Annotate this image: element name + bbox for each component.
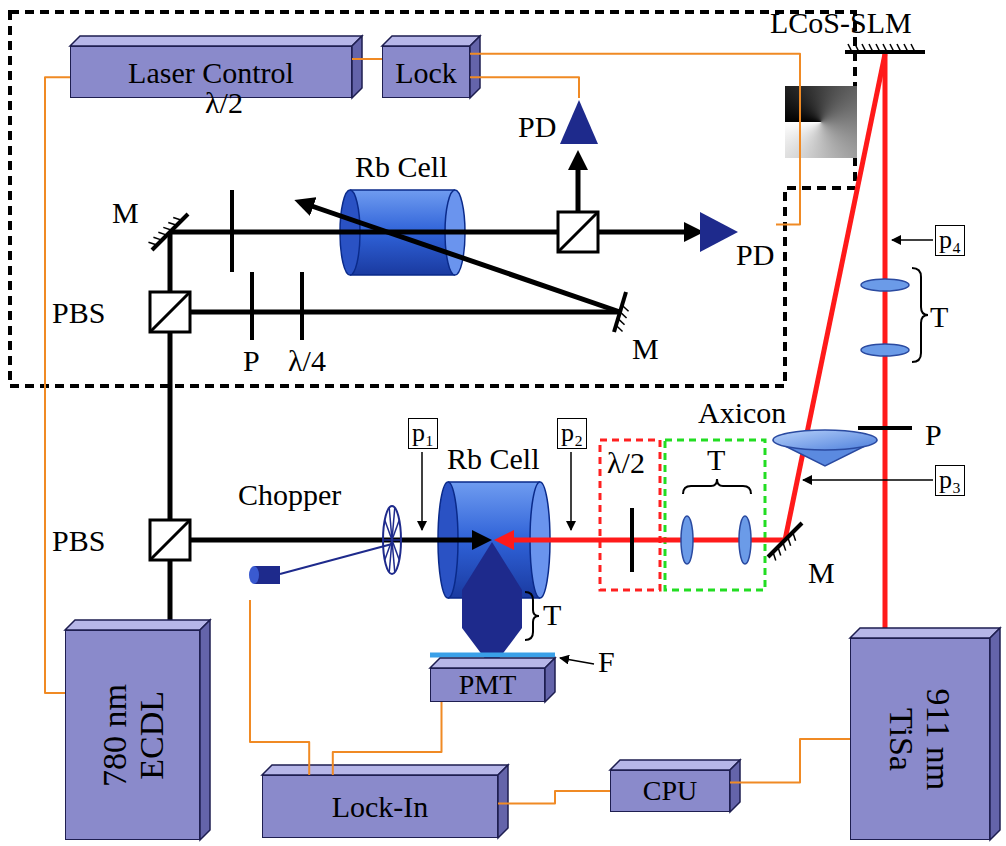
node-label: Laser Control: [128, 56, 294, 89]
telescope-region: [665, 440, 765, 590]
laser-box: 780 nm ECDL: [65, 630, 200, 840]
part-label: M: [632, 332, 659, 365]
fluorescence-cone: [462, 542, 522, 668]
photodiode: PD: [518, 98, 600, 148]
photodiode: PD: [698, 208, 776, 274]
signal-cable: [352, 58, 382, 60]
lens: [681, 279, 909, 564]
node-label: PD: [736, 238, 774, 271]
axicon: [773, 430, 877, 466]
signal-cable: [45, 77, 70, 693]
part-label: T: [543, 598, 561, 631]
pbs-cube: [150, 212, 598, 560]
halfwave-region: [600, 440, 660, 590]
black-beam: [170, 156, 698, 622]
filter: [430, 653, 555, 658]
part-label: LCoS-SLM: [770, 6, 912, 39]
lock-region: [10, 12, 855, 386]
signal-cable: [470, 77, 579, 98]
part-label: λ/2: [607, 446, 645, 479]
callout-number: p₄: [935, 225, 965, 256]
pmt-box: PMT: [430, 668, 545, 702]
part-label: PBS: [52, 296, 105, 329]
node-label: Lock-In: [332, 790, 429, 823]
leader-arrow: [422, 240, 933, 664]
part-label: F: [598, 645, 615, 678]
part-label: Axicon: [698, 396, 786, 429]
part-label: PBS: [52, 524, 105, 557]
part-label: λ/4: [288, 344, 326, 377]
lockin-box: Lock-In: [262, 775, 498, 838]
chopper: Chopper: [232, 474, 412, 600]
signal-cable: [250, 600, 309, 775]
red-beam: [500, 54, 885, 628]
node-label: 911 nm TiSa: [883, 664, 958, 814]
node-label: Lock: [395, 56, 457, 89]
bracket: [525, 268, 928, 640]
part-label: P: [925, 418, 942, 451]
node-label: CPU: [643, 776, 697, 807]
signal-cable: [333, 702, 442, 775]
part-label: Rb Cell: [447, 442, 540, 475]
node-label: PMT: [459, 670, 517, 701]
part-label: Rb Cell: [355, 150, 448, 183]
signal-cable: [498, 791, 610, 803]
part-label: M: [112, 196, 139, 229]
laser-box: 911 nm TiSa: [850, 638, 990, 840]
part-label: λ/2: [205, 86, 243, 119]
part-label: T: [707, 443, 725, 476]
part-label: P: [243, 344, 260, 377]
signal-cable: [730, 739, 850, 783]
node-label: Chopper: [238, 478, 341, 511]
part-label: M: [808, 556, 835, 589]
part-label: T: [930, 300, 948, 333]
lock-box: Lock: [382, 46, 470, 98]
waveplate: [232, 190, 912, 572]
mirror: [148, 44, 925, 561]
callout-number: p₃: [935, 465, 965, 496]
box-faces: [65, 36, 1000, 840]
callout-number: p₁: [408, 418, 438, 449]
node-label: 780 nm ECDL: [95, 660, 170, 810]
phase-pattern: [785, 86, 857, 158]
signal-cable: [470, 54, 800, 225]
callout-number: p₂: [557, 418, 587, 449]
computer-box: CPU: [610, 770, 730, 812]
node-label: PD: [518, 110, 556, 143]
